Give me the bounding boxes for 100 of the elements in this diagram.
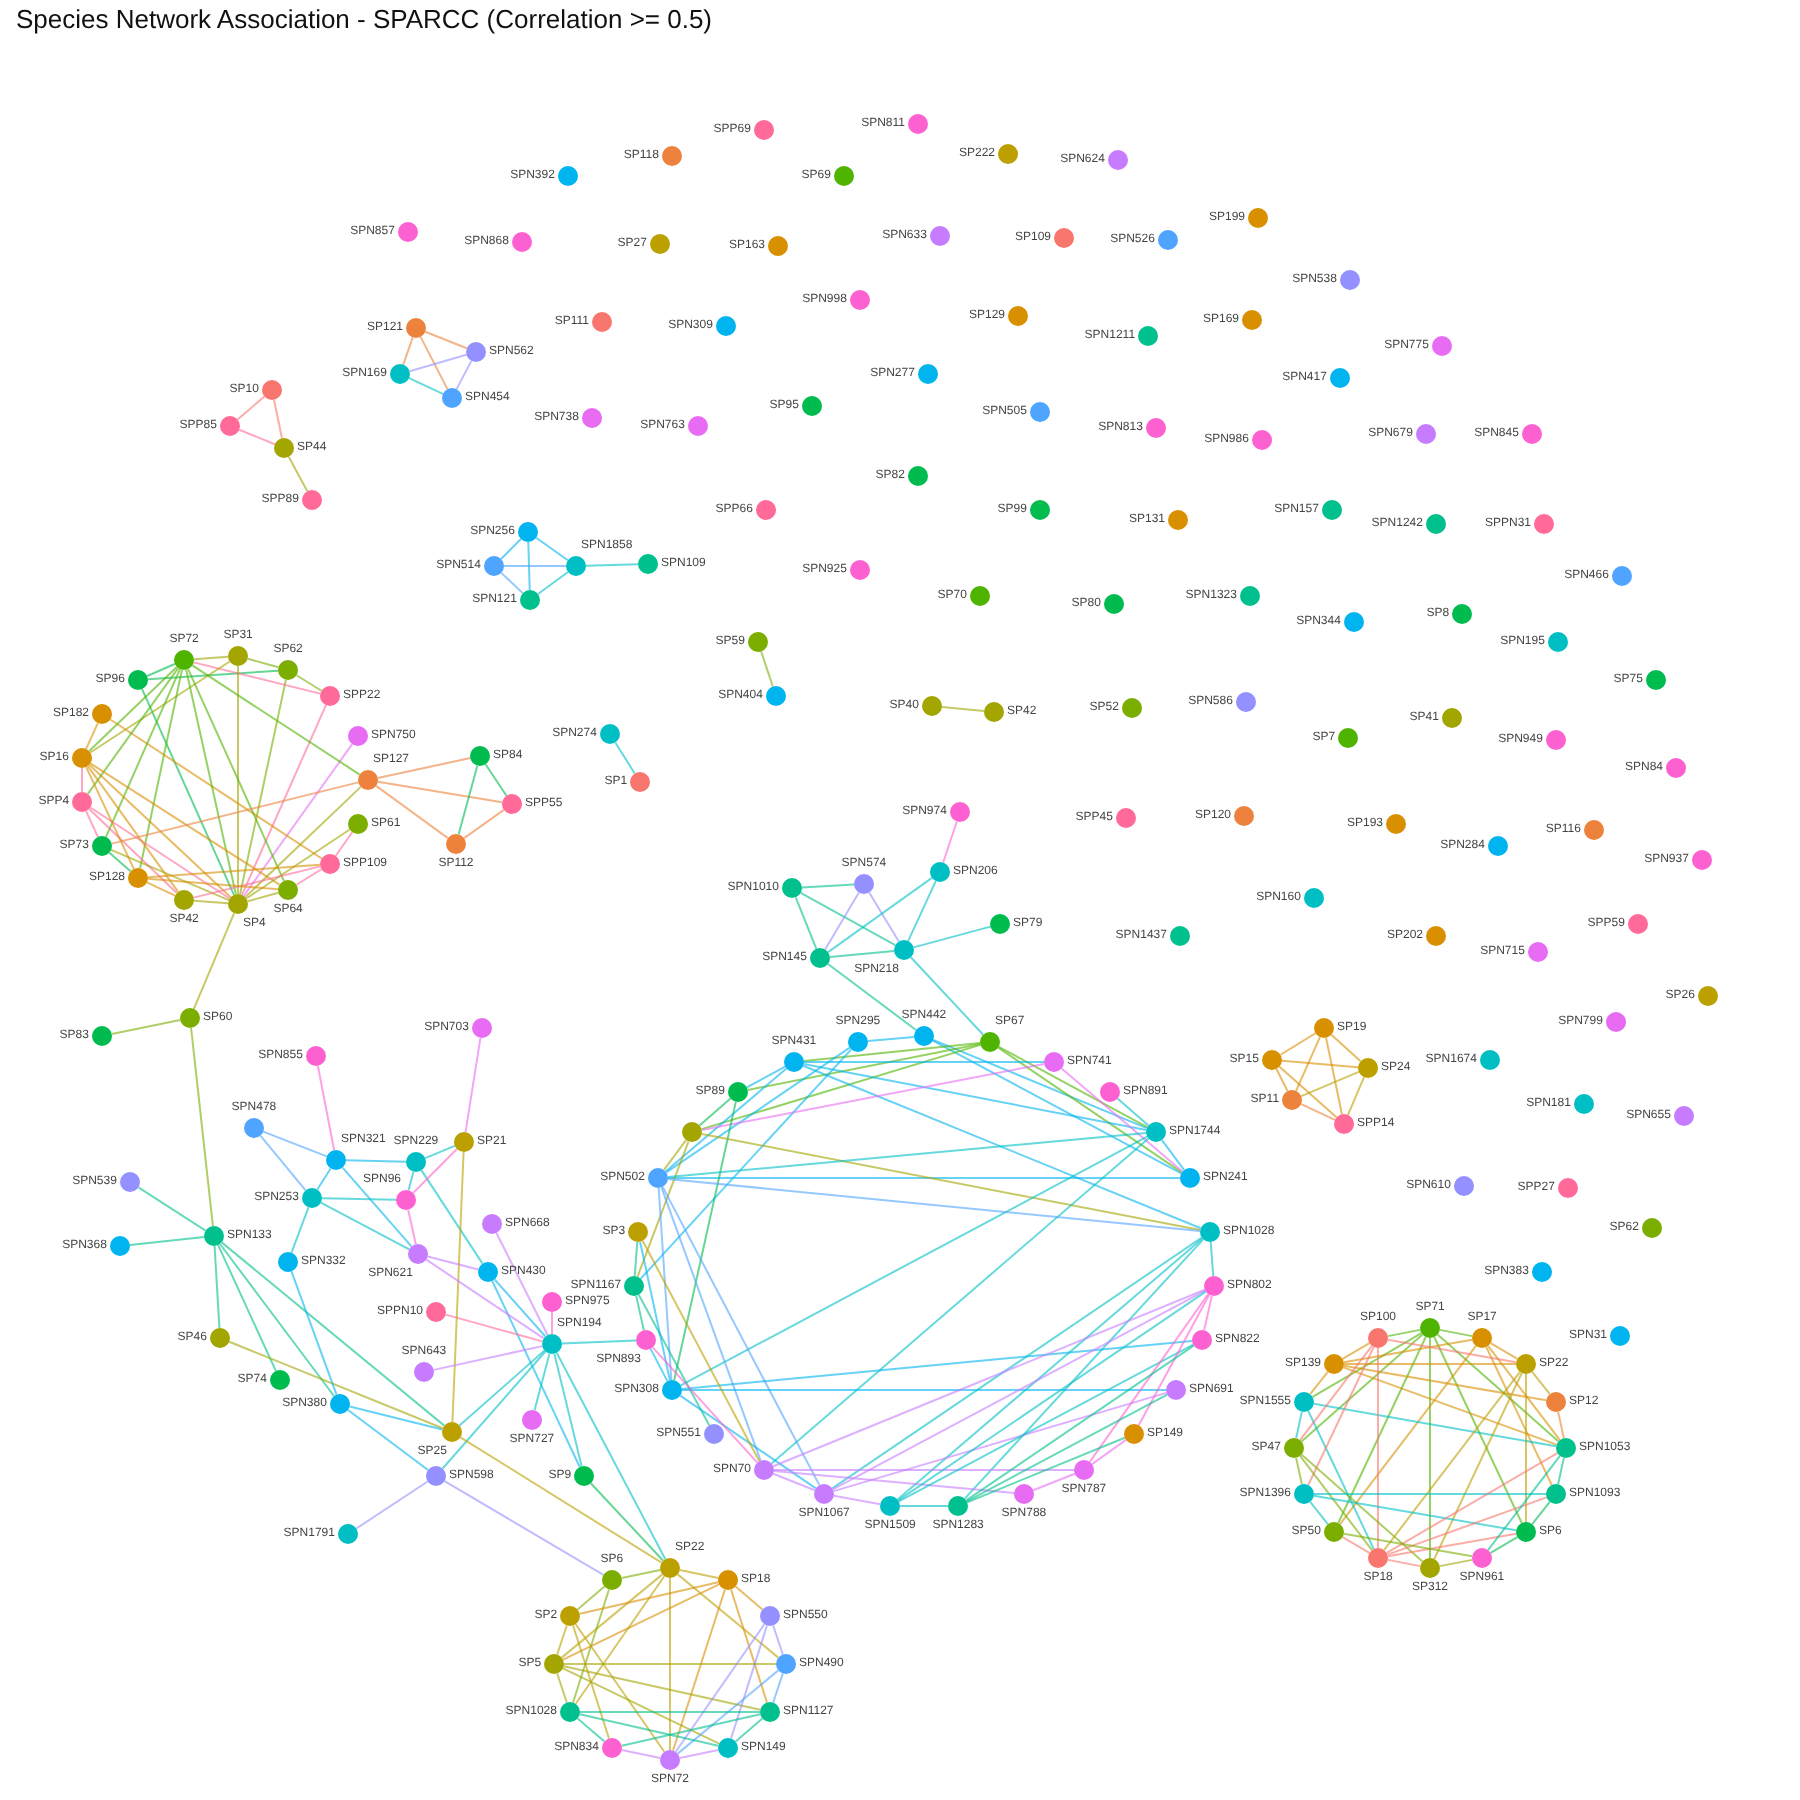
edge-line bbox=[639, 1048, 853, 1280]
node-circle bbox=[1606, 1012, 1626, 1032]
edge-line bbox=[832, 1391, 1168, 1493]
node-circle bbox=[338, 1524, 358, 1544]
edge-line bbox=[614, 741, 636, 775]
node-circle bbox=[72, 748, 92, 768]
node-circle bbox=[544, 1654, 564, 1674]
node-circle bbox=[358, 770, 378, 790]
edge-line bbox=[441, 1350, 547, 1470]
node-circle bbox=[110, 1236, 130, 1256]
edge-line bbox=[217, 1244, 277, 1372]
node-circle bbox=[542, 1334, 562, 1354]
node-circle bbox=[270, 1370, 290, 1390]
edge-line bbox=[868, 891, 900, 943]
edge-line bbox=[770, 1137, 1150, 1465]
node-circle bbox=[1122, 698, 1142, 718]
node-circle bbox=[1044, 1052, 1064, 1072]
node-circle bbox=[970, 586, 990, 606]
node-circle bbox=[1548, 632, 1568, 652]
node-circle bbox=[484, 556, 504, 576]
edge-line bbox=[316, 1167, 332, 1191]
edge-line bbox=[86, 765, 180, 893]
node-circle bbox=[128, 670, 148, 690]
node-circle bbox=[1628, 914, 1648, 934]
edge-line bbox=[1311, 1332, 1423, 1398]
edge-line bbox=[551, 1311, 553, 1335]
edge-line bbox=[425, 1258, 545, 1340]
node-circle bbox=[482, 1214, 502, 1234]
edge-line bbox=[432, 1345, 544, 1371]
node-circle bbox=[760, 1606, 780, 1626]
node-circle bbox=[990, 914, 1010, 934]
node-circle bbox=[210, 1328, 230, 1348]
edge-line bbox=[700, 1132, 1202, 1232]
edge-line bbox=[424, 1144, 456, 1160]
edge-line bbox=[262, 1130, 328, 1158]
edge-line bbox=[832, 1494, 882, 1506]
edge-line bbox=[463, 808, 505, 840]
node-circle bbox=[1138, 326, 1158, 346]
node-circle bbox=[542, 1292, 562, 1312]
edge-line bbox=[676, 1669, 780, 1755]
edge-line bbox=[213, 1245, 221, 1329]
edge-line bbox=[831, 1289, 1207, 1491]
node-circle bbox=[600, 724, 620, 744]
node-circle bbox=[662, 1380, 682, 1400]
node-circle bbox=[1674, 1106, 1694, 1126]
edge-line bbox=[110, 781, 360, 845]
node-circle bbox=[1008, 306, 1028, 326]
node-circle bbox=[1252, 430, 1272, 450]
edge-line bbox=[942, 820, 958, 864]
edge-line bbox=[219, 1243, 335, 1397]
edge-line bbox=[407, 1170, 415, 1192]
node-circle bbox=[1054, 228, 1074, 248]
edge-line bbox=[730, 1624, 768, 1740]
node-circle bbox=[1584, 820, 1604, 840]
edge-line bbox=[493, 1278, 547, 1338]
edge-line bbox=[681, 1389, 1167, 1391]
node-circle bbox=[754, 120, 774, 140]
edge-line bbox=[484, 763, 508, 797]
node-circle bbox=[1146, 418, 1166, 438]
node-circle bbox=[854, 874, 874, 894]
edge-line bbox=[1339, 1344, 1477, 1526]
node-circle bbox=[72, 792, 92, 812]
node-circle bbox=[1240, 586, 1260, 606]
node-circle bbox=[1516, 1522, 1536, 1542]
edge-line bbox=[932, 1038, 1148, 1130]
edge-line bbox=[1342, 1364, 1548, 1402]
edge-line bbox=[443, 1480, 605, 1576]
node-circle bbox=[1368, 1328, 1388, 1348]
edge-line bbox=[662, 1139, 688, 1171]
node-circle bbox=[908, 466, 928, 486]
node-circle bbox=[1666, 758, 1686, 778]
edge-line bbox=[193, 655, 229, 661]
node-circle bbox=[850, 290, 870, 310]
edge-line bbox=[700, 1062, 1046, 1132]
node-circle bbox=[92, 704, 112, 724]
node-circle bbox=[220, 416, 240, 436]
edge-line bbox=[639, 1240, 671, 1382]
node-circle bbox=[204, 1226, 224, 1246]
node-circle bbox=[628, 1222, 648, 1242]
node-circle bbox=[1104, 594, 1124, 614]
edge-line bbox=[244, 785, 362, 899]
edge-line bbox=[419, 335, 449, 391]
edge-line bbox=[578, 1713, 720, 1747]
node-circle bbox=[814, 1484, 834, 1504]
node-circle bbox=[980, 1032, 1000, 1052]
edge-line bbox=[334, 831, 354, 857]
edge-line bbox=[772, 1288, 1206, 1468]
edge-line bbox=[649, 1347, 669, 1383]
node-circle bbox=[918, 364, 938, 384]
edge-line bbox=[1487, 1344, 1561, 1442]
node-circle bbox=[650, 234, 670, 254]
node-circle bbox=[512, 232, 532, 252]
edge-line bbox=[1383, 1370, 1521, 1552]
edge-line bbox=[940, 705, 986, 713]
edge-line bbox=[1330, 1033, 1362, 1063]
node-circle bbox=[1234, 806, 1254, 826]
edge-line bbox=[802, 1064, 1202, 1230]
node-circle bbox=[1074, 1460, 1094, 1480]
edge-line bbox=[1343, 1363, 1517, 1365]
edge-line bbox=[1116, 1097, 1150, 1127]
